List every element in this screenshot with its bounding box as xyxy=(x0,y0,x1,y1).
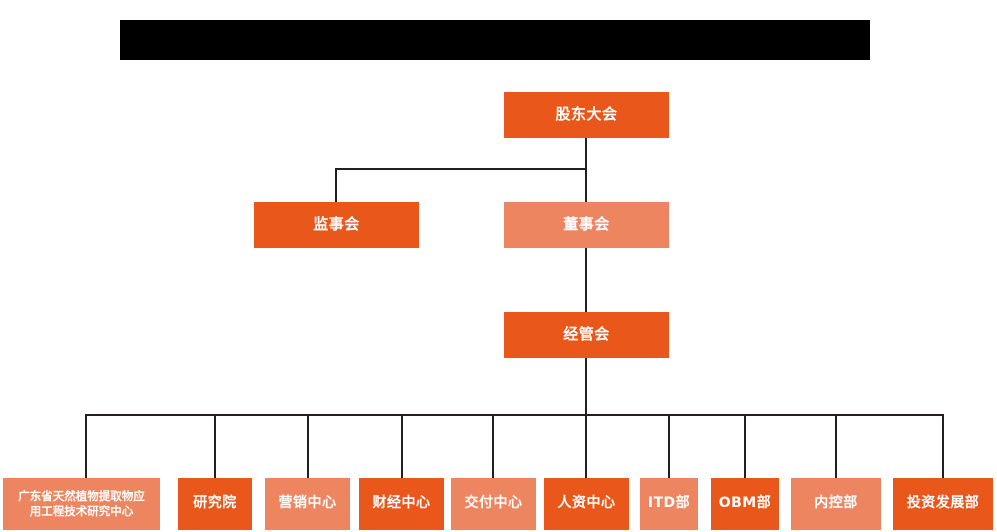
org-node-hr-center[interactable]: 人资中心 xyxy=(544,478,629,530)
org-node-shareholders[interactable]: 股东大会 xyxy=(504,92,669,138)
org-node-label: 董事会 xyxy=(563,215,610,234)
org-node-research-center[interactable]: 广东省天然植物提取物应用工程技术研究中心 xyxy=(3,478,160,530)
org-node-finance-center[interactable]: 财经中心 xyxy=(359,478,444,530)
org-node-label: 交付中心 xyxy=(464,495,523,512)
org-node-research-institute[interactable]: 研究院 xyxy=(178,478,252,530)
org-node-management[interactable]: 经管会 xyxy=(504,312,669,358)
org-node-label: 投资发展部 xyxy=(906,495,980,512)
redacted-title-bar xyxy=(120,20,870,60)
org-node-label: ITD部 xyxy=(647,495,691,512)
org-node-label: 研究院 xyxy=(193,495,237,512)
org-node-delivery-center[interactable]: 交付中心 xyxy=(451,478,536,530)
org-node-label: 经管会 xyxy=(563,325,610,344)
org-node-label: 广东省天然植物提取物应用工程技术研究中心 xyxy=(18,489,145,518)
org-node-directors[interactable]: 董事会 xyxy=(504,202,669,248)
org-node-label: 内控部 xyxy=(814,495,858,512)
org-node-itd-dept[interactable]: ITD部 xyxy=(640,478,698,530)
org-node-label: 股东大会 xyxy=(555,105,618,124)
org-node-label: 监事会 xyxy=(313,215,360,234)
org-node-investment-development-dept[interactable]: 投资发展部 xyxy=(893,478,993,530)
org-node-marketing-center[interactable]: 营销中心 xyxy=(265,478,350,530)
org-node-supervisors[interactable]: 监事会 xyxy=(254,202,419,248)
org-node-obm-dept[interactable]: OBM部 xyxy=(711,478,779,530)
org-node-internal-control-dept[interactable]: 内控部 xyxy=(791,478,881,530)
org-node-label: 人资中心 xyxy=(557,495,616,512)
org-node-label: 营销中心 xyxy=(278,495,337,512)
org-node-label: OBM部 xyxy=(718,495,772,512)
org-node-label: 财经中心 xyxy=(372,495,431,512)
